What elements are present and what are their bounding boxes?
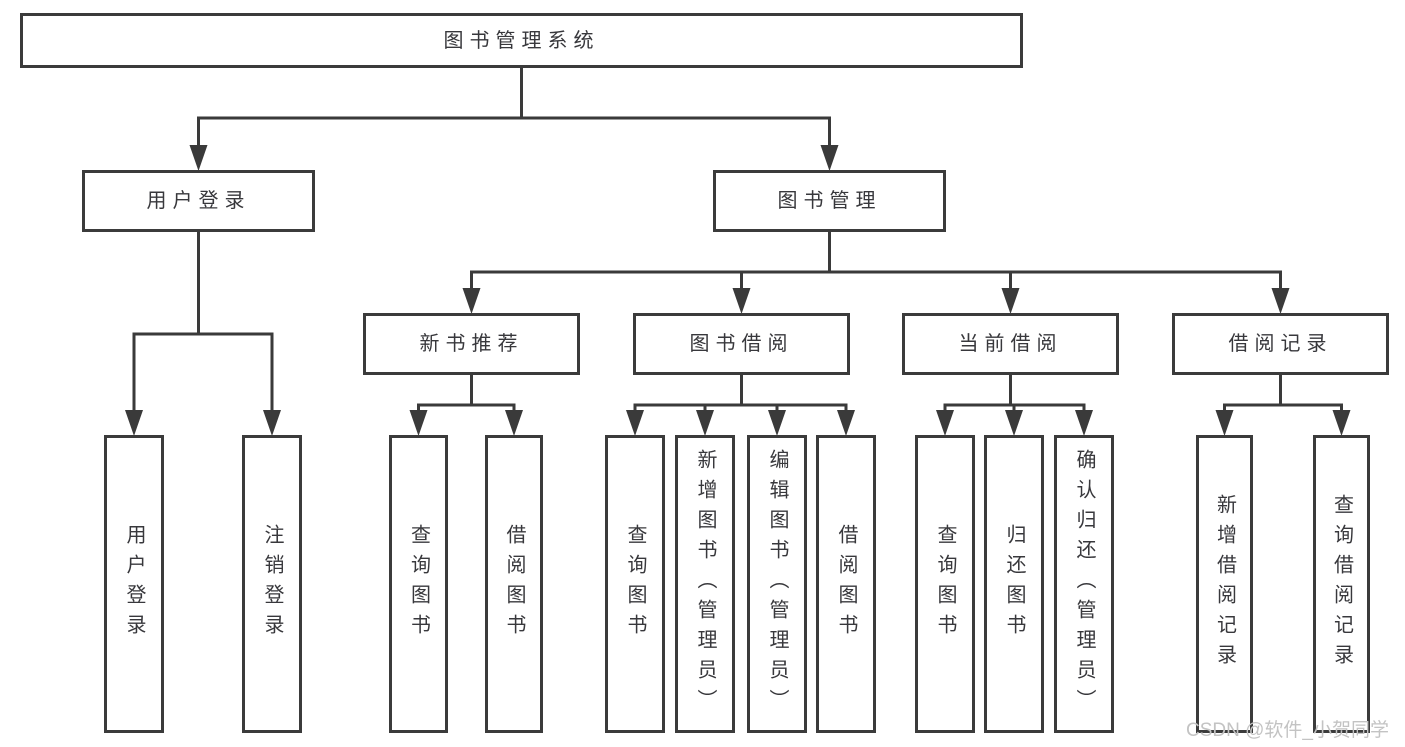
leaf-records-query-record: 查询借阅记录 [1313, 435, 1370, 733]
leaf-borrowing-edit-books-admin-label: 编辑图书（管理员） [766, 449, 788, 719]
node-current-borrowing-label: 当前借阅 [958, 333, 1063, 355]
node-new-book-recommend: 新书推荐 [363, 313, 580, 375]
leaf-borrowing-query-books: 查询图书 [605, 435, 665, 733]
leaf-records-query-record-label: 查询借阅记录 [1330, 494, 1353, 674]
node-library-system-label: 图书管理系统 [443, 29, 600, 52]
leaf-borrowing-add-books-admin-label: 新增图书（管理员） [694, 449, 716, 719]
leaf-borrowing-borrow-books: 借阅图书 [816, 435, 876, 733]
leaf-user-login: 用户登录 [104, 435, 164, 733]
leaf-current-confirm-return-admin: 确认归还（管理员） [1054, 435, 1114, 733]
leaf-recommend-borrow-books-label: 借阅图书 [503, 524, 525, 644]
node-borrow-records-label: 借阅记录 [1228, 333, 1333, 355]
leaf-current-confirm-return-admin-label: 确认归还（管理员） [1073, 449, 1095, 719]
leaf-records-add-record-label: 新增借阅记录 [1213, 494, 1236, 674]
node-library-system: 图书管理系统 [20, 13, 1023, 68]
node-book-borrowing-label: 图书借阅 [689, 333, 794, 355]
node-user-login-label: 用户登录 [146, 190, 251, 212]
node-new-book-recommend-label: 新书推荐 [419, 333, 524, 355]
node-borrow-records: 借阅记录 [1172, 313, 1389, 375]
leaf-logout: 注销登录 [242, 435, 302, 733]
leaf-logout-label: 注销登录 [261, 524, 283, 644]
node-book-management-label: 图书管理 [777, 190, 882, 212]
leaf-borrowing-query-books-label: 查询图书 [624, 524, 646, 644]
leaf-records-add-record: 新增借阅记录 [1196, 435, 1253, 733]
leaf-borrowing-add-books-admin: 新增图书（管理员） [675, 435, 735, 733]
leaf-current-query-books: 查询图书 [915, 435, 975, 733]
leaf-current-return-books: 归还图书 [984, 435, 1044, 733]
leaf-user-login-label: 用户登录 [123, 524, 145, 644]
node-user-login: 用户登录 [82, 170, 315, 232]
watermark: CSDN @软件_小贺同学 [1186, 720, 1389, 741]
leaf-current-query-books-label: 查询图书 [934, 524, 956, 644]
node-book-borrowing: 图书借阅 [633, 313, 850, 375]
leaf-recommend-query-books: 查询图书 [389, 435, 448, 733]
leaf-borrowing-borrow-books-label: 借阅图书 [835, 524, 857, 644]
leaf-current-return-books-label: 归还图书 [1003, 524, 1025, 644]
node-book-management: 图书管理 [713, 170, 946, 232]
leaf-recommend-query-books-label: 查询图书 [407, 524, 430, 644]
node-current-borrowing: 当前借阅 [902, 313, 1119, 375]
leaf-borrowing-edit-books-admin: 编辑图书（管理员） [747, 435, 807, 733]
connector-arrowheads [125, 145, 1351, 436]
leaf-recommend-borrow-books: 借阅图书 [485, 435, 543, 733]
